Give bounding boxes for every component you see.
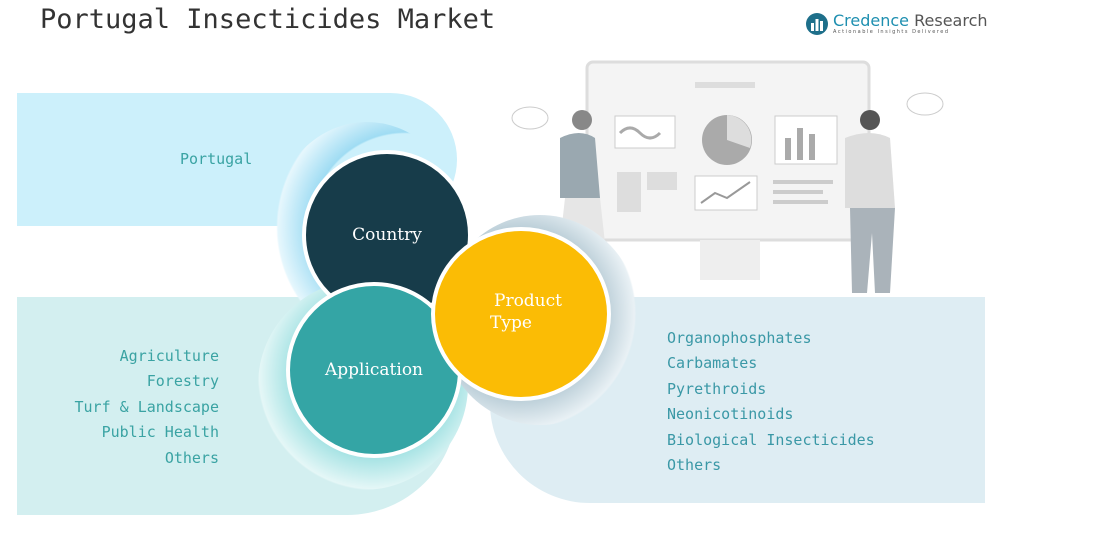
application-item: Forestry xyxy=(146,372,219,391)
page-title: Portugal Insecticides Market xyxy=(40,4,496,35)
presentation-illustration xyxy=(511,60,944,293)
product-type-item: Neonicotinoids xyxy=(667,405,794,424)
product-type-list: Organophosphates Carbamates Pyrethroids … xyxy=(667,326,875,478)
product-type-item: Organophosphates xyxy=(667,329,812,347)
application-item: Turf & Landscape xyxy=(74,397,220,416)
country-item: Portugal xyxy=(180,150,253,168)
application-item: Others xyxy=(164,448,219,467)
logo-icon xyxy=(806,13,828,35)
product-type-label-1: Product xyxy=(494,291,562,311)
logo: Credence Research Actionable Insights De… xyxy=(805,12,988,36)
logo-name: Credence xyxy=(833,11,910,30)
application-list: Agriculture Forestry Turf & Landscape Pu… xyxy=(75,344,220,471)
product-type-item: Carbamates xyxy=(667,354,758,373)
product-type-label-2: Type xyxy=(490,313,532,333)
logo-tagline: Actionable Insights Delivered xyxy=(833,29,950,35)
product-type-item: Others xyxy=(667,456,722,475)
application-label: Application xyxy=(324,360,424,380)
product-type-item: Pyrethroids xyxy=(667,379,767,398)
country-label: Country xyxy=(352,225,422,245)
logo-name-2: Research xyxy=(914,11,988,30)
product-type-item: Biological Insecticides xyxy=(667,430,875,449)
application-item: Agriculture xyxy=(119,347,219,365)
application-item: Public Health xyxy=(101,423,219,442)
product-type-circle: Product Type xyxy=(431,227,611,401)
